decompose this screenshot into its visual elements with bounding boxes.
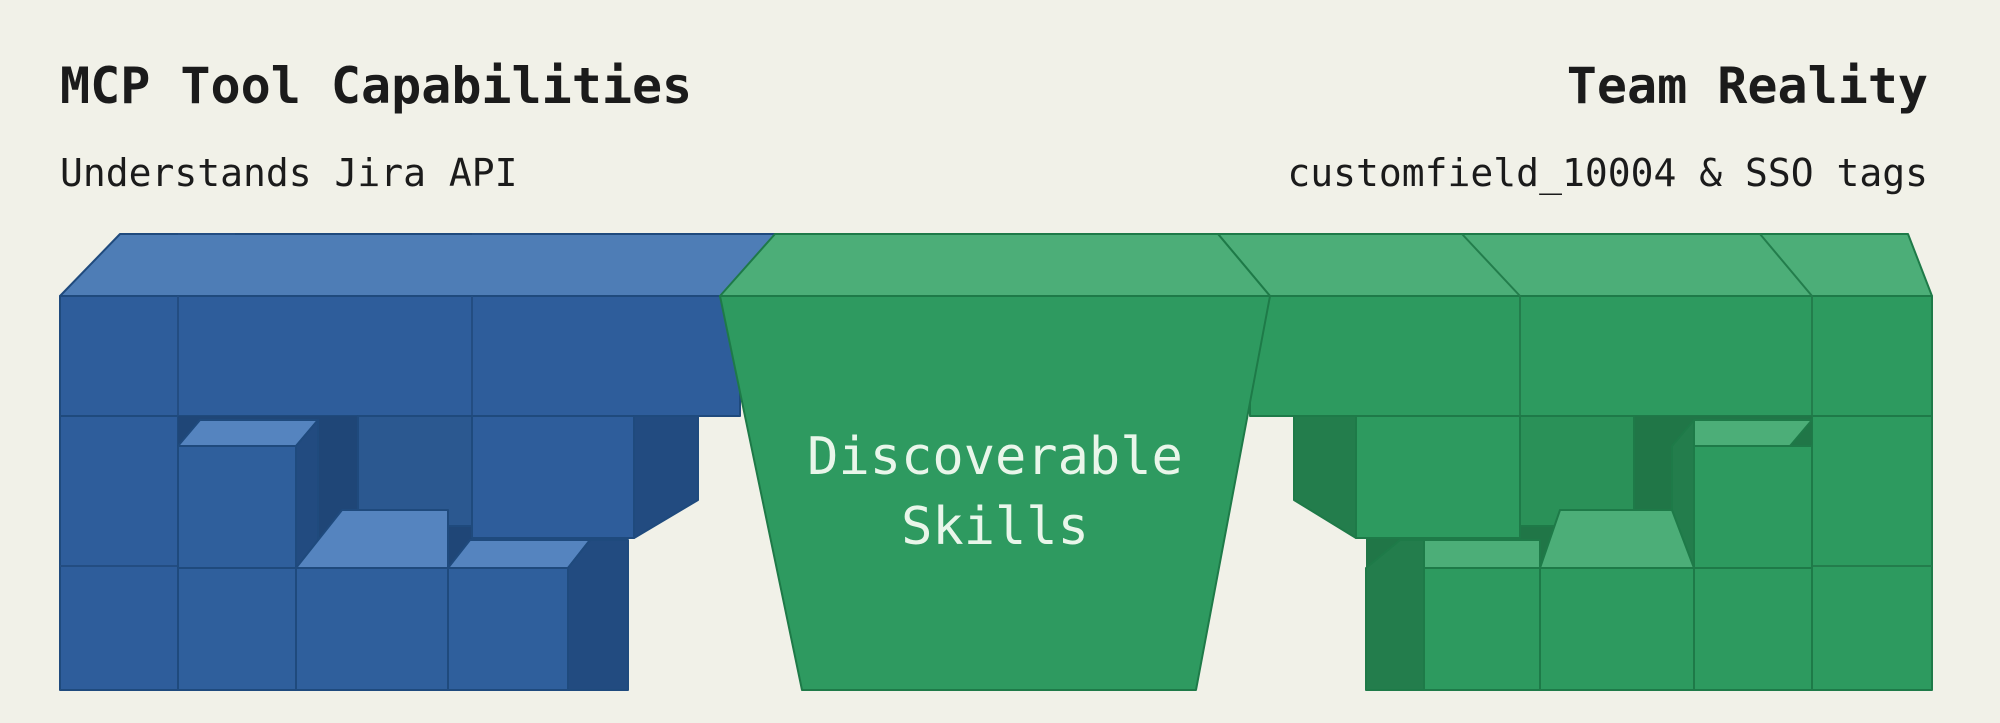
left-subtitle: Understands Jira API xyxy=(60,151,518,195)
blue-beam-front xyxy=(59,295,741,417)
green-beam-front xyxy=(1249,295,1933,417)
blue-left-column xyxy=(59,415,179,691)
blue-top-face xyxy=(59,233,776,297)
right-subtitle: customfield_10004 & SSO tags xyxy=(1287,151,1928,195)
bridge-front-face xyxy=(719,295,1271,691)
green-block-structure xyxy=(1217,233,1933,691)
bridge-top-face xyxy=(719,233,1271,297)
green-right-column xyxy=(1811,415,1933,691)
green-top-face xyxy=(1217,233,1933,297)
bridge-label-line1: Discoverable xyxy=(807,427,1183,487)
discoverable-skills-bridge: Discoverable Skills xyxy=(719,233,1271,691)
left-title: MCP Tool Capabilities xyxy=(60,57,693,115)
bridge-label-line2: Skills xyxy=(901,497,1089,557)
right-title: Team Reality xyxy=(1566,57,1928,115)
blue-block-structure xyxy=(59,233,776,691)
